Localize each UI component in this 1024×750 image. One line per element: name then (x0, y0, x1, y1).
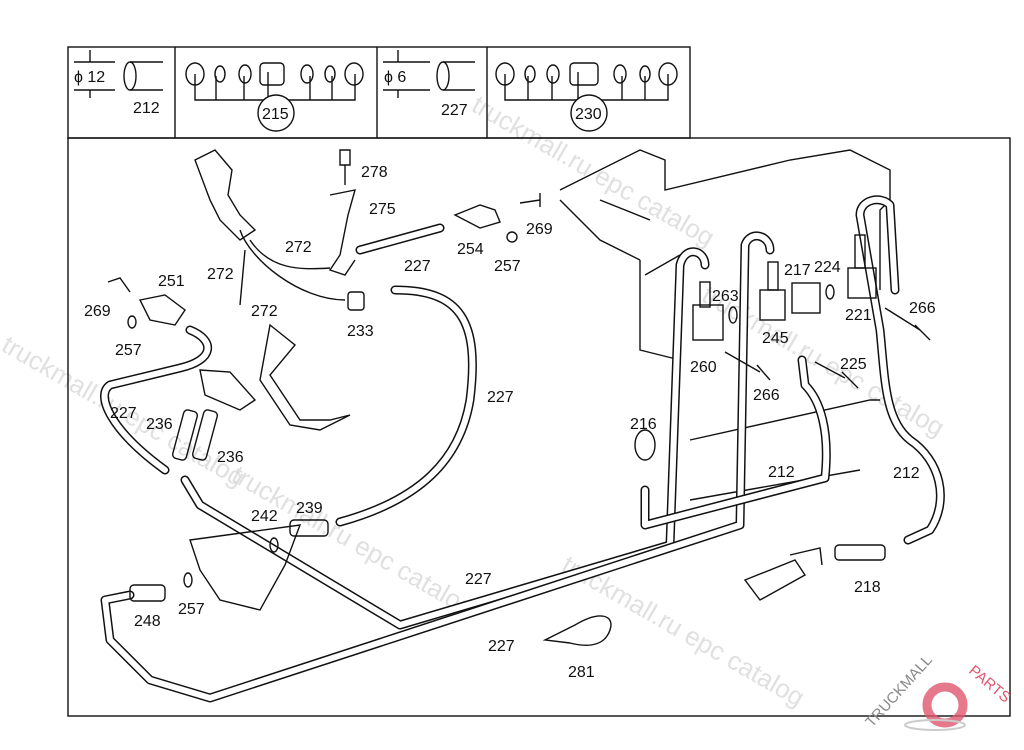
callout-label: 227 (110, 405, 137, 422)
callout-label: 269 (84, 303, 111, 320)
callout-label: 263 (712, 288, 739, 305)
diameter-label: ϕ 6 (384, 69, 406, 86)
part-number: 212 (133, 100, 160, 117)
callout-label: 212 (768, 464, 795, 481)
nipple-263 (699, 281, 711, 308)
callout-label: 254 (457, 241, 484, 258)
callout-label: 227 (487, 389, 514, 406)
callout-label: 216 (630, 416, 657, 433)
part-number: 227 (441, 102, 468, 119)
callout-label: 218 (854, 579, 881, 596)
gear-icon (922, 682, 968, 728)
valve-217 (791, 282, 821, 314)
callout-label: 269 (526, 221, 553, 238)
connector-233 (347, 291, 365, 311)
callout-label: 278 (361, 164, 388, 181)
legend-tube-212: ϕ 12 212 (74, 50, 163, 117)
callout-label: 257 (115, 342, 142, 359)
callout-label: 266 (909, 300, 936, 317)
callout-label: 242 (251, 508, 278, 525)
callout-label: 281 (568, 664, 595, 681)
callout-label: 212 (893, 465, 920, 482)
callout-label: 272 (207, 266, 234, 283)
bolt-225 (814, 361, 859, 389)
hoses (100, 195, 945, 703)
callout-label: 260 (690, 359, 717, 376)
valve-260 (692, 304, 724, 341)
washer-263 (728, 306, 738, 324)
callout-label: 224 (814, 259, 841, 276)
callout-label: 275 (369, 201, 396, 218)
callout-label: 227 (465, 571, 492, 588)
bolt-278 (339, 149, 351, 185)
callout-label: 236 (146, 416, 173, 433)
banjo-216 (634, 429, 656, 461)
connector-218 (834, 544, 886, 561)
callout-label: 266 (753, 387, 780, 404)
callout-label: 245 (762, 330, 789, 347)
nipple-221 (854, 234, 866, 269)
reservoir-242 (189, 524, 302, 611)
valve-218 (743, 547, 823, 601)
logo-text-left: TRUCKMALL (862, 652, 935, 731)
elbow-254 (453, 204, 501, 229)
callout-label: 227 (404, 258, 431, 275)
kit-number: 215 (262, 106, 289, 123)
engine-block (559, 149, 891, 501)
diameter-label: ϕ 12 (74, 69, 105, 86)
nipple-245 (767, 261, 779, 291)
washer-242 (269, 537, 279, 553)
connector-236b (191, 409, 219, 461)
kit-number: 230 (575, 106, 602, 123)
pedal (259, 323, 351, 431)
shift-lever (194, 149, 257, 241)
legend-tube-227: ϕ 6 227 (383, 50, 475, 119)
cable-tie-281 (542, 615, 612, 646)
washer-224 (825, 284, 835, 300)
callout-label: 233 (347, 323, 374, 340)
components (107, 149, 931, 646)
callout-label: 227 (488, 638, 515, 655)
bracket-275 (328, 189, 356, 276)
frame (67, 46, 1011, 717)
connector-248 (129, 584, 166, 602)
callout-label: 221 (845, 307, 872, 324)
callout-label: 217 (784, 262, 811, 279)
bolt-269b (107, 277, 131, 293)
callout-label: 239 (296, 500, 323, 517)
washer-257 (506, 231, 518, 243)
tee-251 (138, 294, 186, 326)
callout-label: 257 (178, 601, 205, 618)
callout-label: 272 (251, 303, 278, 320)
callout-label: 272 (285, 239, 312, 256)
legend-fitting-kit-230: 230 (495, 62, 678, 132)
bolt-266a (884, 307, 931, 341)
legend-fitting-kit-215: 215 (185, 62, 364, 132)
washer-257b (127, 315, 137, 329)
logo-text-right: PARTS (965, 662, 1013, 706)
valve (199, 369, 257, 411)
callout-labels: 278 275 272 272 272 251 269 257 233 227 254 257 269 2… (84, 164, 936, 681)
bolt-269 (519, 193, 541, 207)
logo-swoosh (904, 719, 966, 731)
connector-239 (289, 519, 329, 537)
bolt-266b (724, 351, 771, 381)
washer-257c (183, 572, 193, 588)
connector-236a (171, 409, 199, 461)
callout-label: 251 (158, 273, 185, 290)
callout-label: 236 (217, 449, 244, 466)
callout-label: 257 (494, 258, 521, 275)
callout-label: 248 (134, 613, 161, 630)
truckmall-logo: TRUCKMALL PARTS (862, 652, 1014, 731)
callout-label: 225 (840, 356, 867, 373)
